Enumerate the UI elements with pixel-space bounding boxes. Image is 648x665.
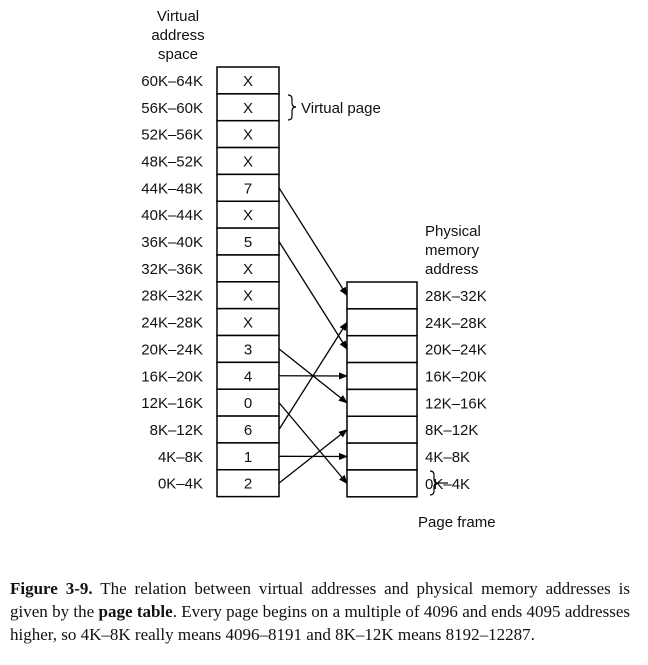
physical-heading-line-3: address: [425, 261, 478, 278]
virtual-page-entry: X: [243, 315, 253, 332]
virtual-page-cell: [216, 146, 280, 176]
physical-frame-table: 28K–32K 24K–28K 20K–24K 16K–20K 12K–16K 8K–12…: [346, 281, 487, 498]
physical-heading-line-2: memory: [425, 242, 480, 259]
physical-range-label: 24K–28K: [425, 315, 487, 332]
virtual-page-cell: [216, 361, 280, 390]
virtual-page-cell: [216, 469, 280, 498]
virtual-page-entry: X: [243, 207, 253, 224]
virtual-page-label: Virtual page: [301, 100, 381, 117]
physical-range-label: 28K–32K: [425, 288, 487, 305]
virtual-page-entry: X: [243, 100, 253, 117]
physical-frame-cell: [346, 308, 418, 337]
physical-frame-cell: [346, 442, 418, 471]
virtual-page-cell: [216, 200, 280, 229]
caption-text-before: The relation between virtual addresses a…: [10, 579, 630, 621]
physical-frame-cell: [346, 334, 418, 364]
physical-heading-line-1: Physical: [425, 223, 481, 240]
virtual-range-label: 56K–60K: [141, 100, 203, 117]
virtual-range-label: 20K–24K: [141, 341, 203, 358]
caption-bold-term: page table: [98, 602, 173, 621]
page-table-diagram: Virtual address space X 60K–64K X 56K–60K X 5…: [141, 8, 496, 531]
virtual-range-label: 32K–36K: [141, 261, 203, 278]
virtual-page-entry: 4: [244, 368, 252, 385]
virtual-heading-line-1: Virtual: [157, 8, 199, 25]
virtual-range-label: 0K–4K: [158, 476, 203, 493]
virtual-range-label: 60K–64K: [141, 73, 203, 90]
physical-memory-heading: Physical memory address: [425, 223, 481, 278]
page-frame-label: Page frame: [418, 514, 496, 531]
virtual-page-entry: 6: [244, 422, 252, 439]
virtual-page-entry: X: [243, 73, 253, 90]
page-mapping-arrows: [278, 187, 348, 485]
virtual-range-label: 28K–32K: [141, 288, 203, 305]
virtual-page-entry: 5: [244, 234, 252, 251]
mapping-arrow: [278, 321, 348, 430]
physical-range-label: 12K–16K: [425, 395, 487, 412]
physical-frame-cell: [346, 388, 418, 417]
mapping-arrow: [278, 402, 348, 485]
virtual-page-entry: 2: [244, 476, 252, 493]
virtual-page-brace: Virtual page: [287, 94, 381, 121]
virtual-page-entry: X: [243, 261, 253, 278]
virtual-page-entry: X: [243, 288, 253, 305]
mapping-arrow: [278, 241, 348, 350]
virtual-address-space-heading: Virtual address space: [151, 8, 204, 63]
virtual-page-entry: X: [243, 153, 253, 170]
virtual-page-cell: [216, 254, 280, 283]
virtual-heading-line-3: space: [158, 46, 198, 63]
virtual-heading-line-2: address: [151, 27, 204, 44]
physical-frame-cell: [346, 415, 418, 444]
virtual-page-entry: X: [243, 127, 253, 144]
virtual-page-table: X 60K–64K X 56K–60K X 52K–56K X 48K–52K 7 44K–48K…: [141, 66, 280, 498]
page-frame-brace: Page frame: [418, 470, 496, 531]
virtual-range-label: 52K–56K: [141, 127, 203, 144]
caption-text-after: . Every page begins on a multiple of 409…: [10, 602, 630, 644]
virtual-range-label: 12K–16K: [141, 395, 203, 412]
virtual-page-entry: 0: [244, 395, 252, 412]
physical-range-label: 4K–8K: [425, 449, 470, 466]
virtual-range-label: 44K–48K: [141, 180, 203, 197]
virtual-page-entry: 7: [244, 180, 252, 197]
physical-range-label: 8K–12K: [425, 422, 478, 439]
physical-frame-cell: [346, 469, 418, 498]
physical-range-label: 16K–20K: [425, 368, 487, 385]
physical-frame-cell: [346, 361, 418, 391]
virtual-range-label: 16K–20K: [141, 368, 203, 385]
virtual-page-cell: [216, 307, 280, 337]
virtual-page-brace-shape: [287, 94, 297, 121]
virtual-page-cell: [216, 415, 280, 444]
mapping-arrow: [278, 429, 348, 484]
virtual-range-label: 48K–52K: [141, 153, 203, 170]
figure-label: Figure 3-9.: [10, 579, 93, 598]
physical-range-label: 20K–24K: [425, 342, 487, 359]
virtual-page-entry: 3: [244, 341, 252, 358]
figure-caption: Figure 3-9. The relation between virtual…: [10, 577, 630, 646]
physical-range-label: 0K–4K: [425, 476, 470, 493]
virtual-range-label: 36K–40K: [141, 234, 203, 251]
virtual-range-label: 40K–44K: [141, 207, 203, 224]
physical-frame-cell: [346, 281, 418, 310]
virtual-page-entry: 1: [244, 449, 252, 466]
virtual-range-label: 4K–8K: [158, 449, 203, 466]
mapping-arrow: [278, 187, 348, 297]
virtual-range-label: 24K–28K: [141, 315, 203, 332]
virtual-range-label: 8K–12K: [150, 422, 203, 439]
